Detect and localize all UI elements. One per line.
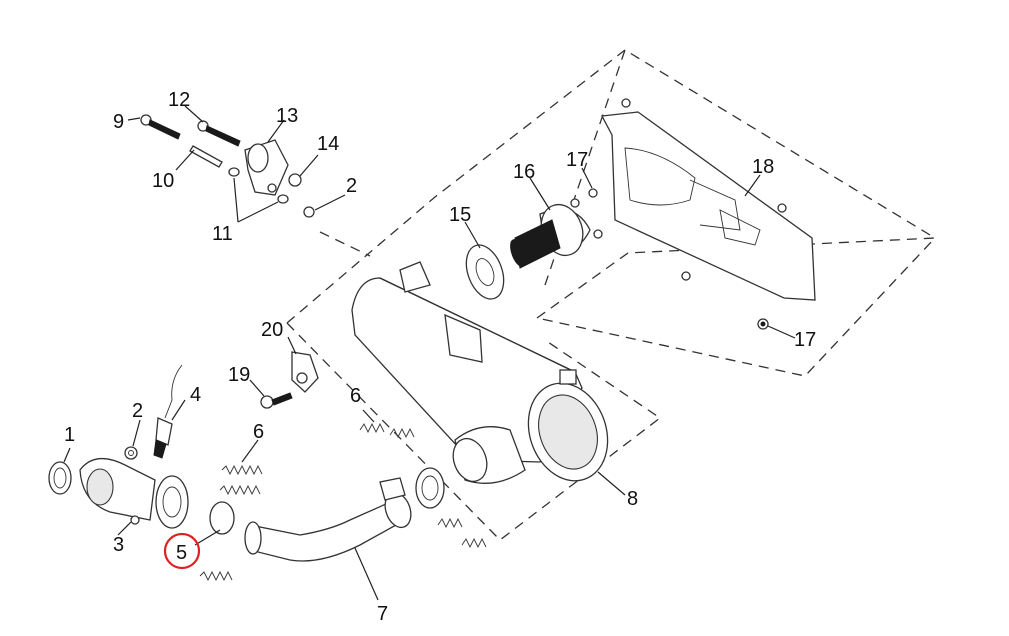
callout-2-upper: 2	[346, 175, 357, 197]
heat-shield-nuts	[570, 188, 769, 330]
callout-labels: 1 2 2 3 4 5 6 6 7 8 9 10 11 12 13 14 15 …	[64, 89, 816, 625]
callout-13: 13	[276, 105, 298, 127]
callout-3: 3	[113, 534, 124, 556]
sensor-nut	[124, 446, 138, 460]
callout-7: 7	[377, 603, 388, 625]
mount-group-dash	[319, 231, 371, 257]
heat-shield-group-outline	[536, 237, 937, 377]
heat-shield	[600, 98, 816, 301]
header-pipe-flange	[79, 458, 156, 525]
mount-washers-nuts	[228, 167, 315, 218]
exhaust-flange-clamp	[155, 475, 235, 535]
exhaust-port-gasket	[48, 461, 72, 495]
callout-16: 16	[513, 161, 535, 183]
highlight-circle-part-5	[163, 532, 201, 570]
mid-pipe	[244, 477, 412, 562]
mount-bolts	[140, 114, 241, 168]
callout-1: 1	[64, 424, 75, 446]
bracket-bolt	[260, 392, 293, 409]
muffler-bracket	[291, 351, 319, 393]
callout-2-lower: 2	[132, 400, 143, 422]
muffler-inlet-gasket	[415, 467, 445, 509]
callout-14: 14	[317, 133, 339, 155]
callout-19: 19	[228, 364, 250, 386]
callout-10: 10	[152, 170, 174, 192]
callout-12: 12	[168, 89, 190, 111]
callout-18: 18	[752, 156, 774, 178]
callout-9: 9	[113, 111, 124, 133]
callout-6-left: 6	[253, 421, 264, 443]
callout-5: 5	[176, 542, 187, 564]
group-outlines	[286, 49, 937, 541]
callout-20: 20	[261, 319, 283, 341]
callout-17-upper: 17	[566, 149, 588, 171]
muffler-mount	[244, 139, 289, 196]
callout-4: 4	[190, 384, 201, 406]
callout-6-right: 6	[350, 385, 361, 407]
muffler-group-outline	[286, 49, 626, 324]
oxygen-sensor	[153, 364, 183, 459]
tailpipe-spark-arrestor	[510, 203, 591, 269]
leader-lines	[63, 105, 796, 601]
exhaust-springs	[199, 422, 487, 582]
callout-17-lower: 17	[794, 329, 816, 351]
callout-11: 11	[212, 223, 233, 245]
callout-15: 15	[449, 204, 471, 226]
tailpipe-gasket	[465, 244, 505, 300]
muffler	[351, 261, 609, 484]
callout-8: 8	[627, 488, 638, 510]
